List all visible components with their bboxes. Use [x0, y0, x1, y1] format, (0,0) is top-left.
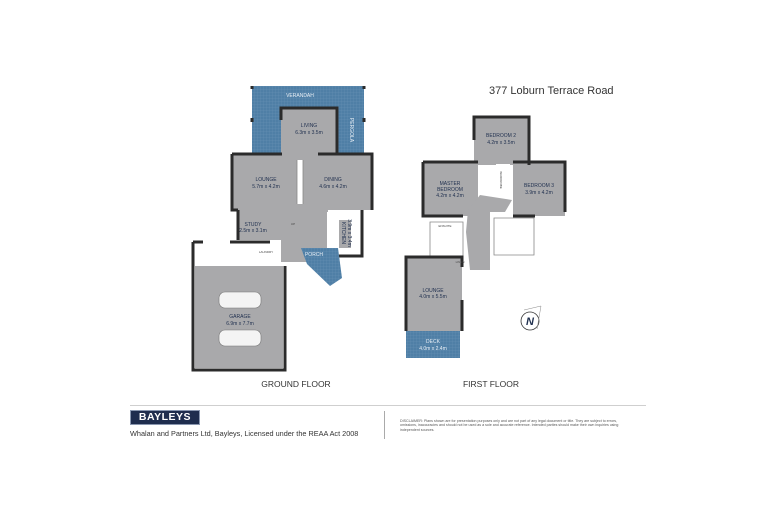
footer-divider — [130, 405, 646, 406]
bedroom3-size: 3.9m x 4.2m — [525, 190, 553, 196]
kitchen-size: 3.9m x 3.4m — [346, 219, 352, 247]
north-compass-icon: N — [520, 305, 542, 331]
master-label-2: BEDROOM — [437, 187, 463, 193]
lounge-size: 5.7m x 4.2m — [252, 184, 280, 190]
linen-label: LINEN — [456, 260, 465, 264]
laundry-room — [193, 240, 281, 264]
bedroom-3 — [513, 162, 565, 216]
porch-label: PORCH — [305, 252, 323, 258]
bedroom2-label: BEDROOM 2 — [486, 133, 516, 139]
first-lounge — [406, 257, 462, 331]
bayleys-logo: BAYLEYS — [130, 410, 200, 425]
laundry-label: LAUNDRY — [259, 250, 273, 254]
deck-label: DECK — [426, 339, 441, 345]
first-hall — [466, 195, 512, 270]
living-room — [281, 108, 337, 158]
study-label: STUDY — [245, 222, 263, 228]
property-address: 377 Loburn Terrace Road — [489, 85, 614, 97]
garage-label: GARAGE — [229, 314, 251, 320]
dining-size: 4.6m x 4.2m — [319, 184, 347, 190]
bedroom3-label: BEDROOM 3 — [524, 183, 554, 189]
deck-area — [406, 331, 460, 358]
living-label: LIVING — [301, 123, 318, 129]
deck-size: 4.0m x 2.4m — [419, 346, 447, 352]
footer-vertical-divider — [384, 411, 385, 439]
ground-floor-label: GROUND FLOOR — [261, 379, 330, 389]
living-size: 6.3m x 3.5m — [295, 130, 323, 136]
kitchen-label: KITCHEN — [340, 222, 346, 244]
study-size: 2.5m x 3.1m — [239, 228, 267, 234]
compass-label: N — [526, 316, 535, 328]
bedroom2-size: 4.2m x 3.5m — [487, 140, 515, 146]
porch-area — [301, 248, 342, 286]
car-icon — [218, 291, 262, 347]
wardrobe-label: WARDROBE — [499, 171, 503, 189]
garage-room — [195, 266, 283, 368]
pergola-label: PERGOLA — [348, 118, 354, 143]
master-label-1: MASTER — [440, 181, 461, 187]
first-lounge-label: LOUNGE — [422, 288, 444, 294]
verandah-label: VERANDAH — [286, 93, 314, 99]
ensuite — [430, 222, 463, 257]
first-lounge-size: 4.0m x 5.5m — [419, 294, 447, 300]
ensuite-label: ENSUITE — [438, 224, 451, 228]
bathroom — [494, 218, 534, 255]
disclaimer-text: DISCLAIMER: Plans shown are for presenta… — [400, 419, 619, 432]
first-floor-label: FIRST FLOOR — [463, 379, 519, 389]
first-floor-plan: BEDROOM 2 4.2m x 3.5m MASTER BEDROOM 4.2… — [404, 115, 567, 389]
bedroom-2 — [474, 117, 529, 165]
licence-text: Whalan and Partners Ltd, Bayleys, Licens… — [130, 429, 359, 438]
lounge-label: LOUNGE — [255, 177, 277, 183]
dining-label: DINING — [324, 177, 342, 183]
study-room — [238, 210, 270, 244]
ground-floor-plan: VERANDAH PERGOLA LIVING 6.3m x 3.5m LOUN… — [191, 86, 374, 389]
master-bedroom — [423, 162, 478, 216]
master-size: 4.2m x 4.2m — [436, 193, 464, 199]
garage-size: 6.9m x 7.7m — [226, 321, 254, 327]
stair-up-label: UP — [291, 222, 295, 226]
